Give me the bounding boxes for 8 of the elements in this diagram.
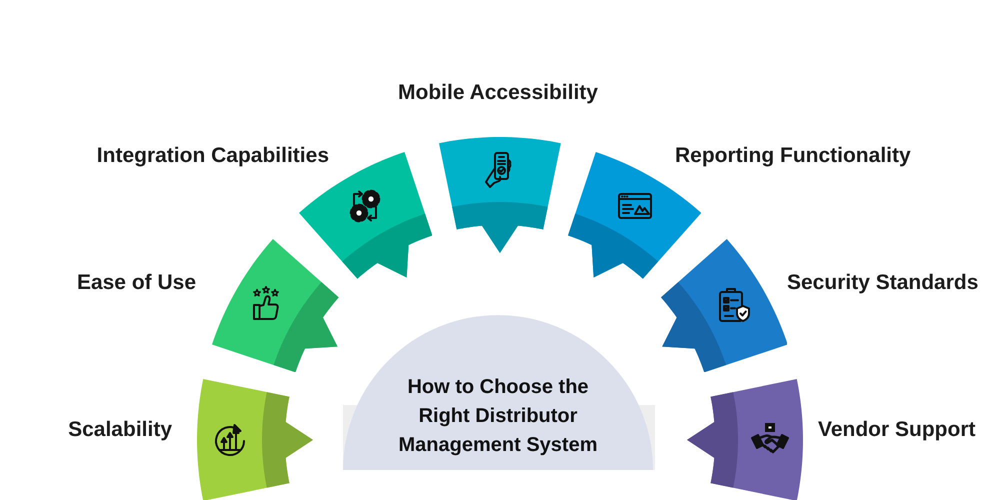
feature-label: Scalability (68, 417, 172, 443)
feature-label: Mobile Accessibility (398, 80, 598, 106)
hub-title: How to Choose the Right Distributor Management System (398, 375, 598, 458)
feature-label: Reporting Functionality (675, 143, 911, 169)
feature-label: Ease of Use (76, 270, 196, 296)
feature-label: Vendor Support (818, 417, 976, 443)
feature-label: Security Standards (787, 270, 978, 296)
feature-label: Integration Capabilities (96, 143, 329, 169)
